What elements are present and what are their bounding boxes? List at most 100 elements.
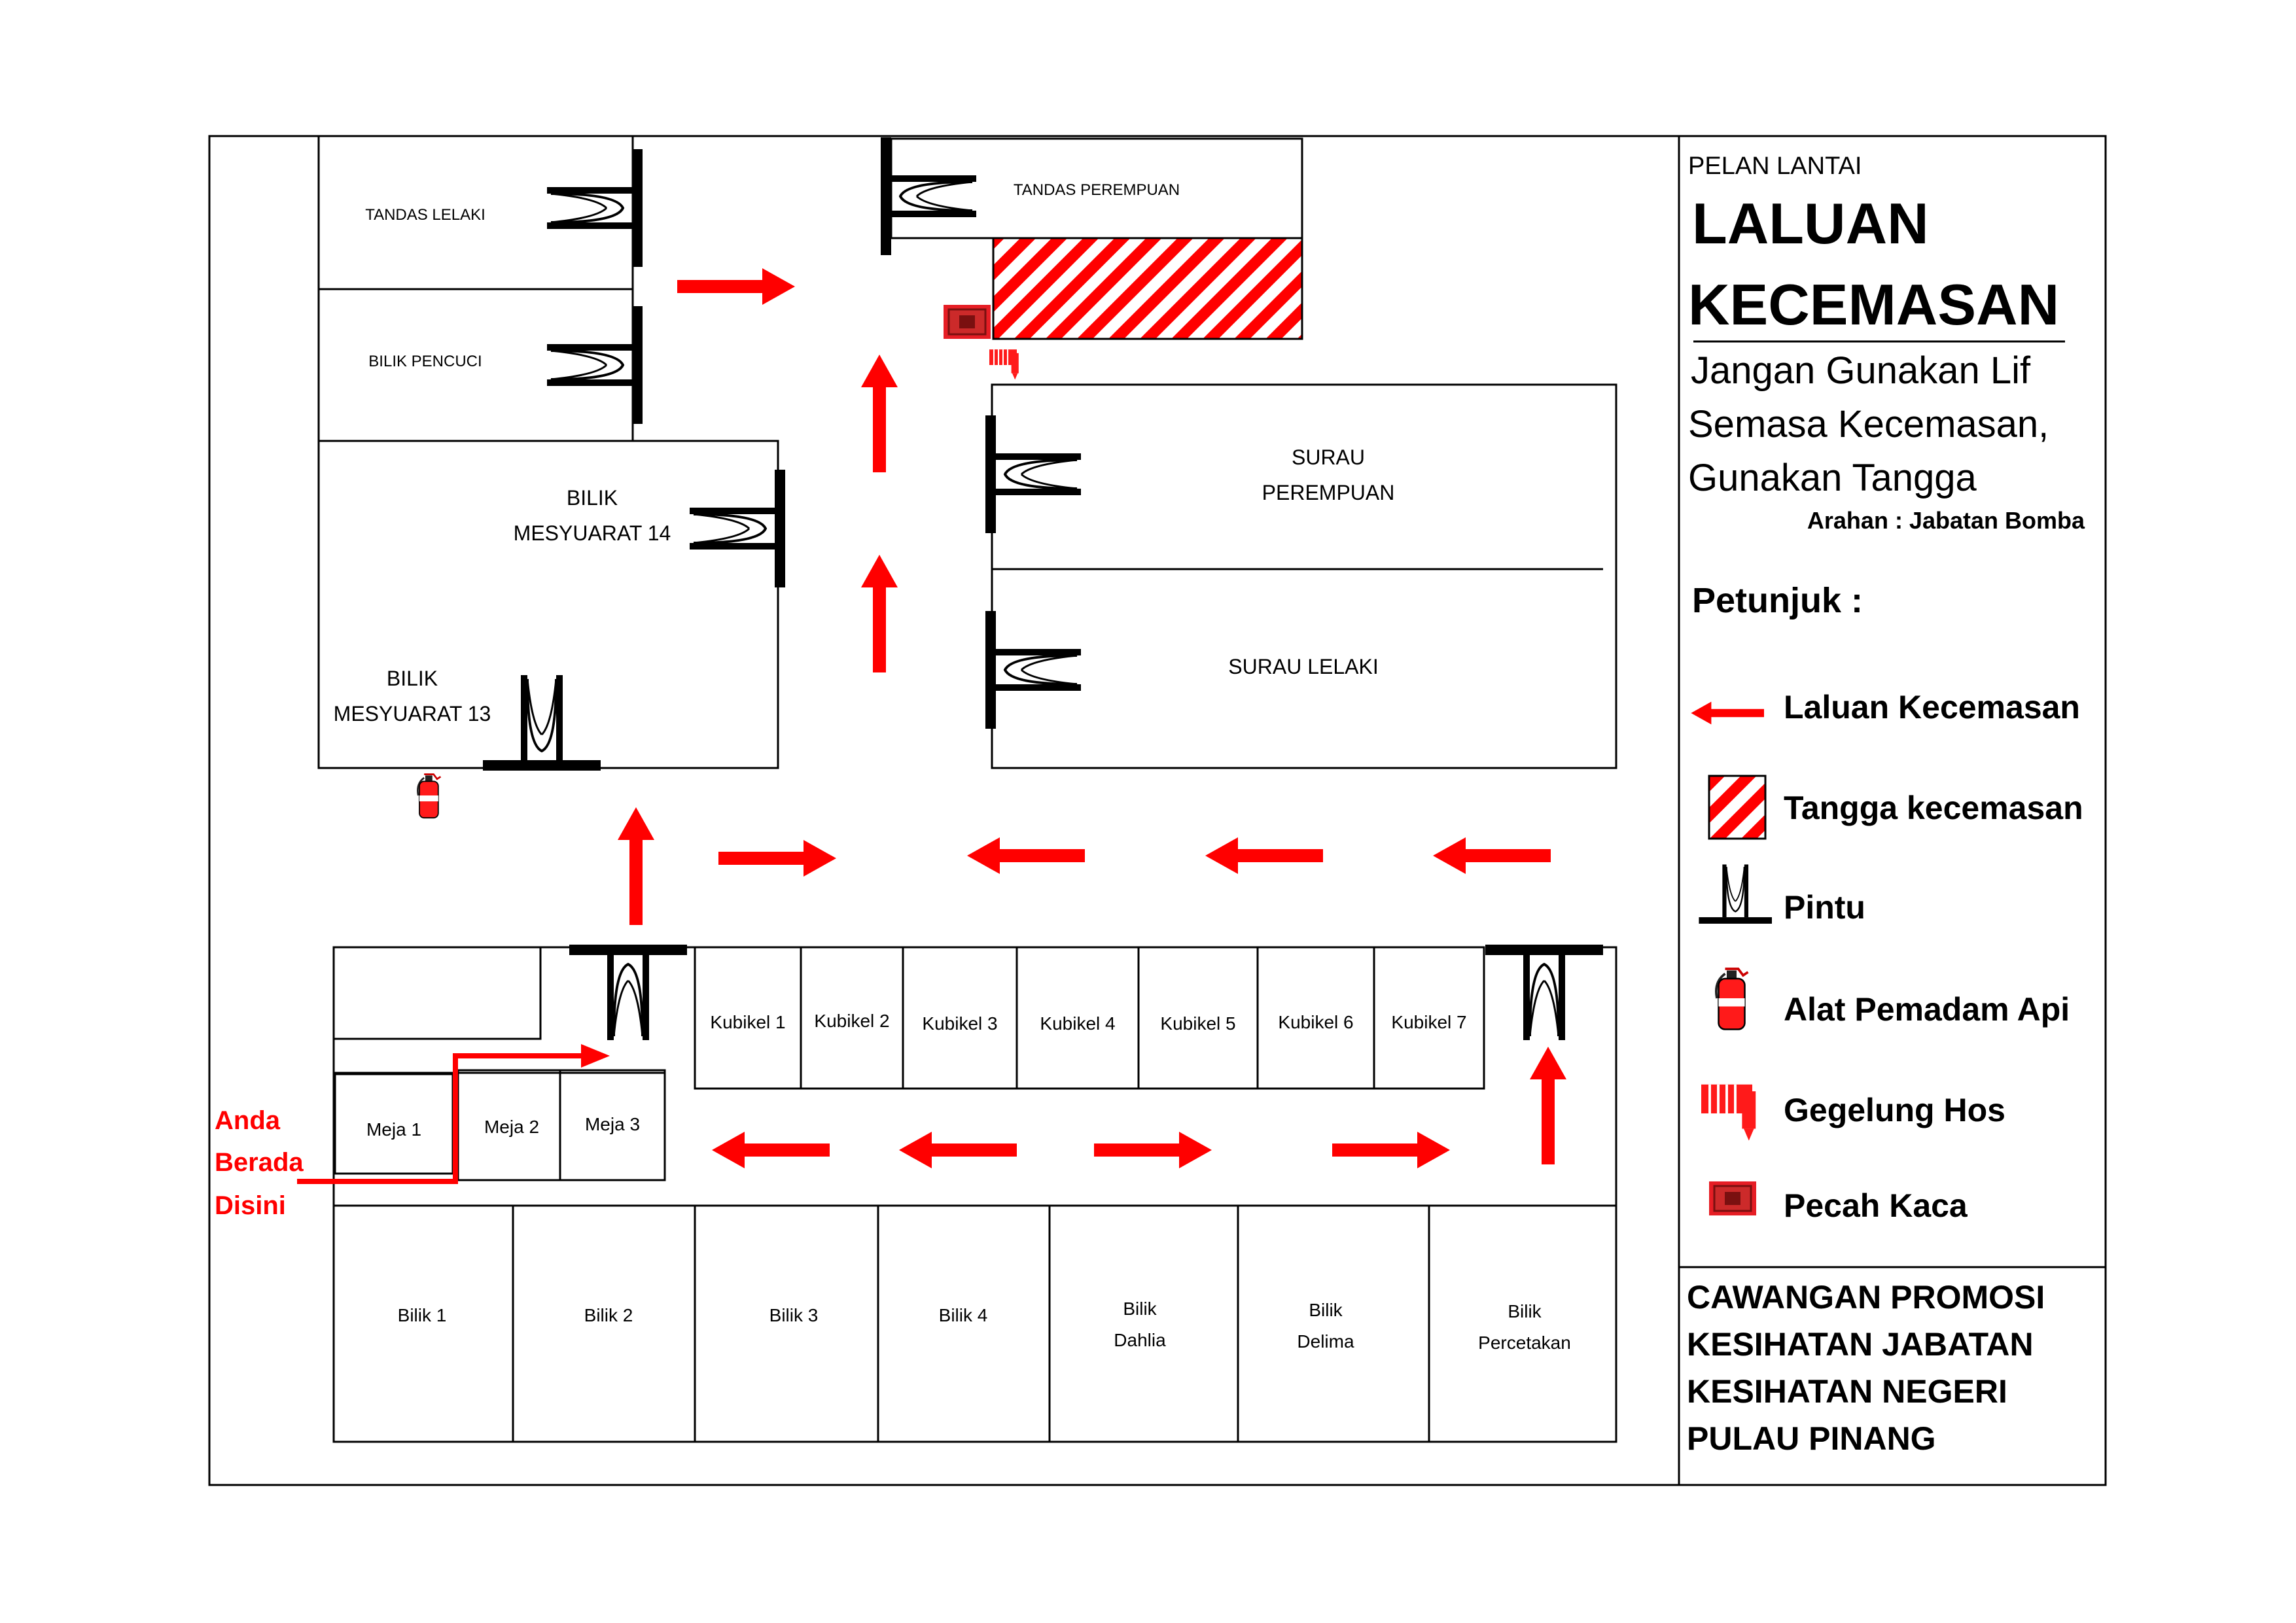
- cubicle-label: Kubikel 7: [1391, 1012, 1466, 1032]
- door-bilik-pencuci: [546, 305, 644, 425]
- door-icon: [1698, 864, 1773, 925]
- cubicle-label: Kubikel 6: [1278, 1012, 1353, 1032]
- desk-area: Meja 1 Meja 2 Meja 3: [334, 1069, 666, 1181]
- desk-label: Meja 1: [366, 1119, 421, 1140]
- room-label: PEREMPUAN: [1262, 481, 1395, 504]
- bottom-rooms: Bilik 1 Bilik 2 Bilik 3 Bilik 4 Bilik Da…: [398, 1206, 1571, 1442]
- legend-item-evacuation: Laluan Kecemasan: [1691, 689, 2080, 725]
- warning-line: Jangan Gunakan Lif: [1691, 349, 2031, 392]
- plan-title-line1: LALUAN: [1692, 191, 1929, 256]
- you-are-here-label: Anda Berada Disini: [215, 1106, 304, 1220]
- room-label: Delima: [1297, 1331, 1354, 1352]
- room-label: SURAU LELAKI: [1228, 655, 1378, 678]
- cubicle-label: Kubikel 2: [814, 1011, 889, 1031]
- room-label: MESYUARAT 14: [514, 521, 671, 545]
- emergency-stairs: [992, 237, 1303, 340]
- room-label: Bilik: [1123, 1299, 1157, 1319]
- you-are-here-text: Berada: [215, 1148, 304, 1177]
- door-surau-lelaki: [984, 610, 1082, 730]
- room-label: Bilik 2: [584, 1305, 633, 1325]
- legend-item-door: Pintu: [1698, 864, 1865, 926]
- room-label: Bilik: [1309, 1300, 1343, 1320]
- evac-arrow: [1094, 1132, 1212, 1168]
- plan-subtitle: PELAN LANTAI: [1688, 152, 1862, 180]
- legend-label: Laluan Kecemasan: [1784, 689, 2080, 725]
- evac-arrow: [861, 555, 898, 672]
- org-line: KESIHATAN NEGERI: [1687, 1373, 2007, 1410]
- room-label: TANDAS PEREMPUAN: [1014, 181, 1180, 199]
- door-mesyuarat-14: [688, 468, 786, 589]
- evac-arrow: [967, 837, 1085, 874]
- legend-item-extinguisher: Alat Pemadam Api: [1715, 968, 2070, 1031]
- legend-heading: Petunjuk :: [1692, 581, 1863, 620]
- legend-item-stairs: Tangga kecemasan: [1708, 775, 2083, 840]
- cubicle-label: Kubikel 5: [1160, 1013, 1235, 1034]
- room-label: Percetakan: [1478, 1333, 1571, 1353]
- evac-arrow: [1530, 1047, 1566, 1164]
- hose-reel-icon: [988, 349, 1019, 381]
- room-label: Bilik 4: [939, 1305, 988, 1325]
- legend-label: Pecah Kaca: [1784, 1187, 1968, 1224]
- room-label: MESYUARAT 13: [334, 702, 491, 725]
- legend-item-break-glass: Pecah Kaca: [1708, 1180, 1968, 1224]
- evac-arrow: [618, 807, 654, 925]
- room-label: Dahlia: [1114, 1330, 1166, 1350]
- cubicle-row: Kubikel 1 Kubikel 2 Kubikel 3 Kubikel 4 …: [694, 946, 1485, 1090]
- evac-arrow: [1433, 837, 1551, 874]
- evac-arrow: [677, 268, 795, 305]
- evac-arrow: [899, 1132, 1017, 1168]
- cubicle-label: Kubikel 1: [710, 1012, 785, 1032]
- source-note: Arahan : Jabatan Bomba: [1807, 507, 2085, 534]
- cubicle-label: Kubikel 4: [1040, 1013, 1115, 1034]
- legend-label: Tangga kecemasan: [1784, 790, 2083, 826]
- door-office-left: [568, 943, 688, 1041]
- desk-label: Meja 3: [585, 1114, 640, 1134]
- evac-arrow: [1205, 837, 1323, 874]
- door-surau-perempuan: [984, 414, 1082, 534]
- room-label: BILIK PENCUCI: [368, 353, 482, 370]
- org-line: CAWANGAN PROMOSI: [1687, 1279, 2045, 1316]
- evacuation-arrow-icon: [1691, 701, 1764, 725]
- evac-arrow: [718, 840, 836, 877]
- legend-item-hose: Gegelung Hos: [1700, 1083, 2005, 1142]
- room-label: SURAU: [1292, 445, 1365, 469]
- org-line: KESIHATAN JABATAN: [1687, 1326, 2034, 1363]
- plan-frame: [208, 135, 2107, 1486]
- fire-extinguisher-icon: [417, 773, 442, 819]
- sidebar: PELAN LANTAI LALUAN KECEMASAN Jangan Gun…: [1687, 152, 2085, 1457]
- you-are-here-text: Anda: [215, 1106, 281, 1135]
- legend-label: Gegelung Hos: [1784, 1092, 2005, 1128]
- room-label: TANDAS LELAKI: [365, 206, 486, 224]
- break-glass-icon: [1708, 1180, 1757, 1217]
- room-label: Bilik 1: [398, 1305, 447, 1325]
- door-mesyuarat-13: [482, 674, 602, 772]
- evac-arrow: [1332, 1132, 1450, 1168]
- fire-extinguisher-icon: [1715, 968, 1750, 1031]
- room-label: Bilik: [1508, 1301, 1542, 1321]
- stairs-hatch-icon: [1708, 775, 1767, 840]
- evac-arrow: [861, 355, 898, 472]
- door-office-right: [1484, 943, 1604, 1041]
- legend-label: Alat Pemadam Api: [1784, 991, 2070, 1028]
- room-label: BILIK: [387, 667, 438, 690]
- room-tandas-perempuan: TANDAS PEREMPUAN: [890, 137, 1303, 239]
- door-tandas-lelaki: [546, 148, 644, 268]
- you-are-here-path: [297, 1044, 610, 1184]
- room-label: Bilik 3: [769, 1305, 819, 1325]
- warning-line: Gunakan Tangga: [1688, 457, 1977, 499]
- you-are-here-text: Disini: [215, 1191, 286, 1220]
- hose-reel-icon: [1700, 1083, 1757, 1142]
- org-line: PULAU PINANG: [1687, 1420, 1936, 1457]
- break-glass-icon: [942, 304, 992, 340]
- room-bilik-pencuci: BILIK PENCUCI: [317, 288, 634, 442]
- room-surau: SURAU PEREMPUAN SURAU LELAKI: [991, 383, 1617, 769]
- warning-line: Semasa Kecemasan,: [1688, 403, 2049, 445]
- cubicle-label: Kubikel 3: [922, 1013, 997, 1034]
- evac-arrow: [712, 1132, 830, 1168]
- room-tandas-lelaki: TANDAS LELAKI: [317, 135, 634, 290]
- desk-label: Meja 2: [484, 1117, 539, 1137]
- legend-label: Pintu: [1784, 889, 1865, 926]
- plan-title-line2: KECEMASAN: [1688, 272, 2059, 337]
- room-label: BILIK: [567, 486, 618, 510]
